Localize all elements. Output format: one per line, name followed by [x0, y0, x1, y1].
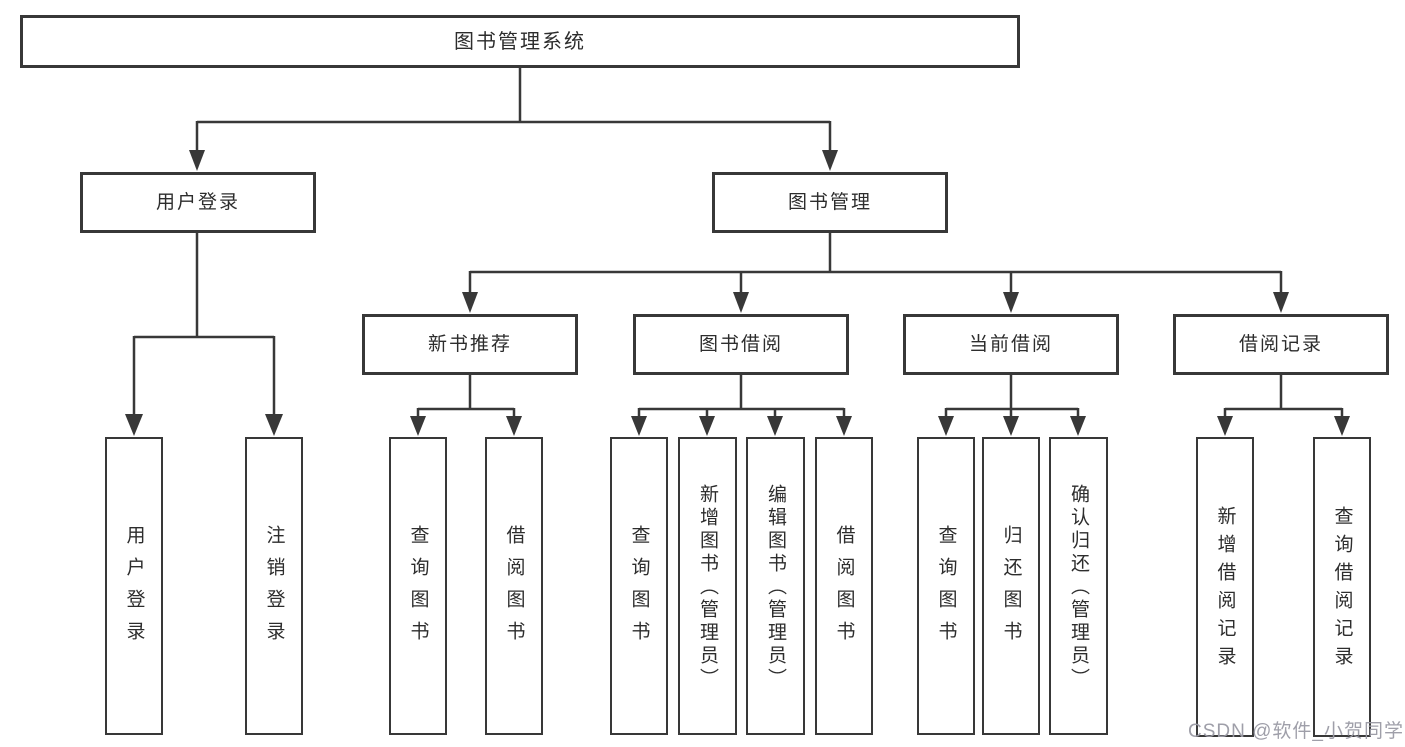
csdn-watermark: CSDN @软件_小贺同学 — [1188, 721, 1404, 742]
leaf-borrow-book: 借阅图书 — [815, 437, 873, 735]
leaf-query-borrow-record: 查询借阅记录 — [1313, 437, 1371, 737]
leaf-edit-book-admin: 编辑图书（管理员） — [746, 437, 805, 735]
leaf-query-book-borrow: 查询图书 — [610, 437, 668, 735]
node-user-login: 用户登录 — [80, 172, 316, 233]
leaf-borrow-book-recommend: 借阅图书 — [485, 437, 543, 735]
leaf-query-book-current: 查询图书 — [917, 437, 975, 735]
leaf-logout-login: 注销登录 — [245, 437, 303, 735]
node-new-book-recommend: 新书推荐 — [362, 314, 578, 375]
node-current-borrow: 当前借阅 — [903, 314, 1119, 375]
node-book-management: 图书管理 — [712, 172, 948, 233]
node-borrow-records: 借阅记录 — [1173, 314, 1389, 375]
node-book-borrow: 图书借阅 — [633, 314, 849, 375]
leaf-add-borrow-record: 新增借阅记录 — [1196, 437, 1254, 737]
leaf-query-book-recommend: 查询图书 — [389, 437, 447, 735]
leaf-return-book: 归还图书 — [982, 437, 1040, 735]
node-book-management-system: 图书管理系统 — [20, 15, 1020, 68]
leaf-user-login: 用户登录 — [105, 437, 163, 735]
leaf-add-book-admin: 新增图书（管理员） — [678, 437, 737, 735]
leaf-confirm-return-admin: 确认归还（管理员） — [1049, 437, 1108, 735]
